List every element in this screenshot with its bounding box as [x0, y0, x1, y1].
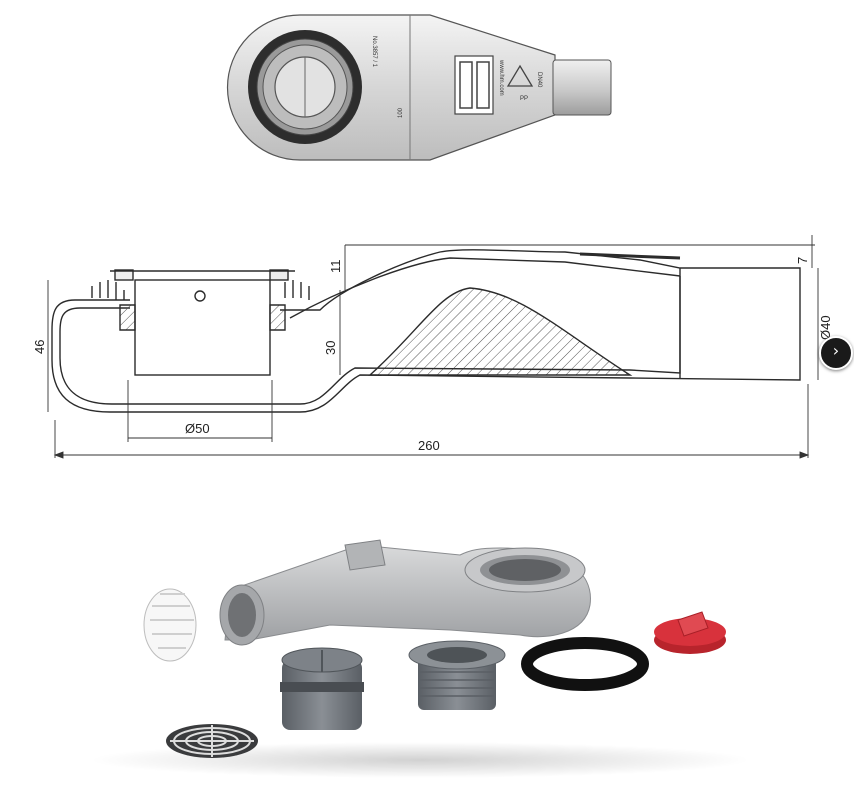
thread-left — [91, 280, 136, 331]
water-seal-insert-part — [280, 647, 364, 730]
strainer-grate-part — [166, 724, 258, 758]
red-cap-part — [654, 611, 726, 654]
dim-outlet-diameter: Ø40 — [818, 315, 833, 340]
next-arrow-button[interactable]: › — [819, 336, 853, 370]
material-label: PP — [520, 96, 528, 102]
website-text: www.hm.com — [498, 59, 504, 96]
dim-step-right: 7 — [795, 257, 810, 264]
trap-body-part — [219, 539, 591, 646]
rubber-gasket-part — [521, 637, 649, 691]
section-view: 260 Ø50 46 30 11 7 Ø40 — [32, 235, 833, 459]
inlet-body — [134, 279, 271, 376]
top-view: 100 No.3857 / 1 www.hm.com PP DN40 — [226, 14, 612, 161]
hatched-weir — [368, 287, 633, 376]
trap-inner-wall — [59, 276, 681, 405]
dim-step-left: 11 — [328, 260, 343, 274]
product-photo — [90, 520, 760, 785]
dim-inlet-diameter: Ø50 — [185, 421, 210, 436]
rubber-sleeve-part — [143, 588, 197, 662]
outlet-size-label: DN40 — [536, 72, 542, 88]
outlet-pipe — [552, 59, 612, 116]
trap-body-outline — [51, 249, 801, 413]
product-code: No.3857 / 1 — [371, 36, 377, 68]
recycling-icon — [506, 64, 534, 87]
dim-inlet-depth: 30 — [323, 341, 338, 355]
hm-logo-mark — [454, 55, 494, 115]
threaded-outlet-part — [408, 640, 506, 710]
thread-right — [269, 280, 310, 331]
width-dimension-label: 100 — [398, 107, 404, 118]
dim-total-height: 46 — [32, 340, 47, 354]
dim-overall-length: 260 — [418, 438, 440, 453]
